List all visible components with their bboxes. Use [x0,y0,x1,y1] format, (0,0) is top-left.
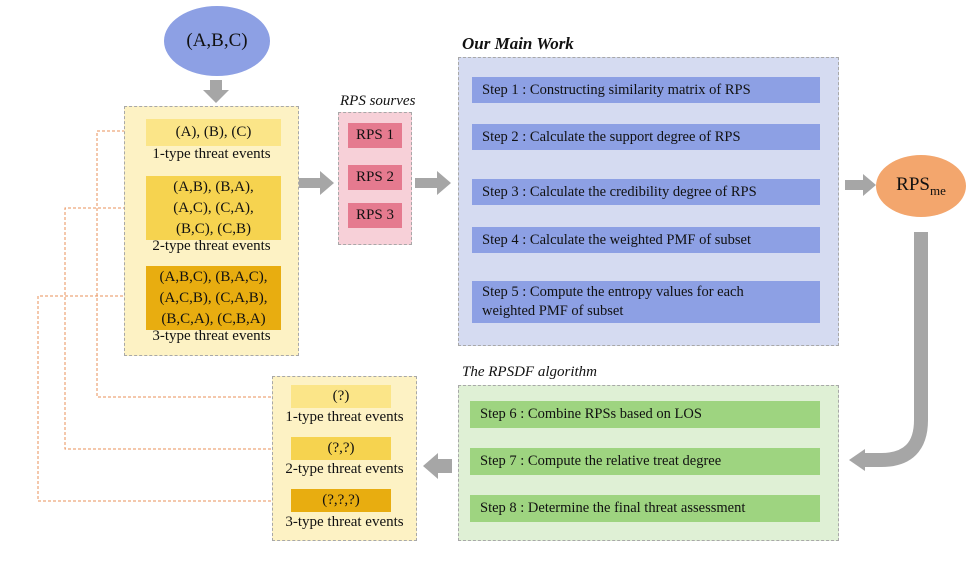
dashed-link-2type [64,207,291,450]
main-work-step-2: Step 2 : Calculate the support degree of… [472,124,820,150]
main-work-step-4: Step 4 : Calculate the weighted PMF of s… [472,227,820,253]
output-group-1type-label: 1-type threat events [285,409,404,425]
rpsdf-step-8: Step 8 : Determine the final threat asse… [470,495,820,522]
rps-source-2: RPS 2 [348,165,402,190]
output-group-2type-events: (?,?) [327,440,355,456]
output-group-3type-box: (?,?,?) [291,489,391,512]
rps-source-3-label: RPS 3 [356,207,394,223]
input-set-node: (A,B,C) [164,6,270,76]
rps-source-1-label: RPS 1 [356,127,394,143]
rpsdf-step-6: Step 6 : Combine RPSs based on LOS [470,401,820,428]
event-group-1type-label: 1-type threat events [152,146,271,162]
arrow-rpsme-to-rpsdf-head [849,449,865,471]
main-work-step-1-label: Step 1 : Constructing similarity matrix … [482,81,751,98]
rps-source-1: RPS 1 [348,123,402,148]
rps-me-label: RPSme [896,174,946,199]
rps-me-node: RPSme [876,155,966,217]
rpsdf-step-7: Step 7 : Compute the relative treat degr… [470,448,820,475]
output-group-2type-label: 2-type threat events [285,461,404,477]
event-group-3type-events: (A,B,C), (B,A,C), (A,C,B), (C,A,B), (B,C… [159,268,268,327]
rpsdf-title: The RPSDF algorithm [462,364,597,380]
event-group-3type-box: (A,B,C), (B,A,C), (A,C,B), (C,A,B), (B,C… [146,266,281,330]
main-work-step-5: Step 5 : Compute the entropy values for … [472,281,820,323]
main-work-step-3: Step 3 : Calculate the credibility degre… [472,179,820,205]
rps-sources-title: RPS sourves [340,93,416,109]
event-group-2type-box: (A,B), (B,A), (A,C), (C,A), (B,C), (C,B) [146,176,281,240]
output-group-1type-box: (?) [291,385,391,408]
main-work-step-5-label: Step 5 : Compute the entropy values for … [482,284,744,319]
output-group-1type-events: (?) [332,388,350,404]
arrow-input-to-events [203,80,229,103]
arrow-rpsme-to-rpsdf [865,232,928,467]
event-group-1type-events: (A), (B), (C) [175,124,252,140]
event-group-2type-events: (A,B), (B,A), (A,C), (C,A), (B,C), (C,B) [173,178,254,237]
rps-me-subscript: me [929,182,946,198]
rps-source-3: RPS 3 [348,203,402,228]
event-group-2type-label: 2-type threat events [152,238,271,254]
main-work-step-2-label: Step 2 : Calculate the support degree of… [482,128,741,145]
arrow-events-to-rps [298,171,334,195]
rpsdf-step-7-label: Step 7 : Compute the relative treat degr… [480,453,722,469]
main-work-step-4-label: Step 4 : Calculate the weighted PMF of s… [482,231,752,248]
dashed-link-1type [96,130,291,398]
rpsdf-step-6-label: Step 6 : Combine RPSs based on LOS [480,406,702,422]
output-group-2type-box: (?,?) [291,437,391,460]
dashed-link-3type [37,295,291,502]
main-work-step-1: Step 1 : Constructing similarity matrix … [472,77,820,103]
main-work-step-3-label: Step 3 : Calculate the credibility degre… [482,183,757,200]
arrow-mainwork-to-rpsme [845,174,876,196]
output-group-3type-events: (?,?,?) [322,492,360,508]
event-group-3type-label: 3-type threat events [152,328,271,344]
output-group-3type-label: 3-type threat events [285,514,404,530]
rps-source-2-label: RPS 2 [356,169,394,185]
rpsdf-step-8-label: Step 8 : Determine the final threat asse… [480,500,746,516]
arrow-rpsdf-to-output [423,453,452,479]
main-work-title: Our Main Work [462,34,574,53]
arrow-rps-to-mainwork [415,171,451,195]
rps-me-main-text: RPS [896,173,930,195]
input-set-label: (A,B,C) [186,30,248,51]
event-group-1type-box: (A), (B), (C) [146,119,281,146]
